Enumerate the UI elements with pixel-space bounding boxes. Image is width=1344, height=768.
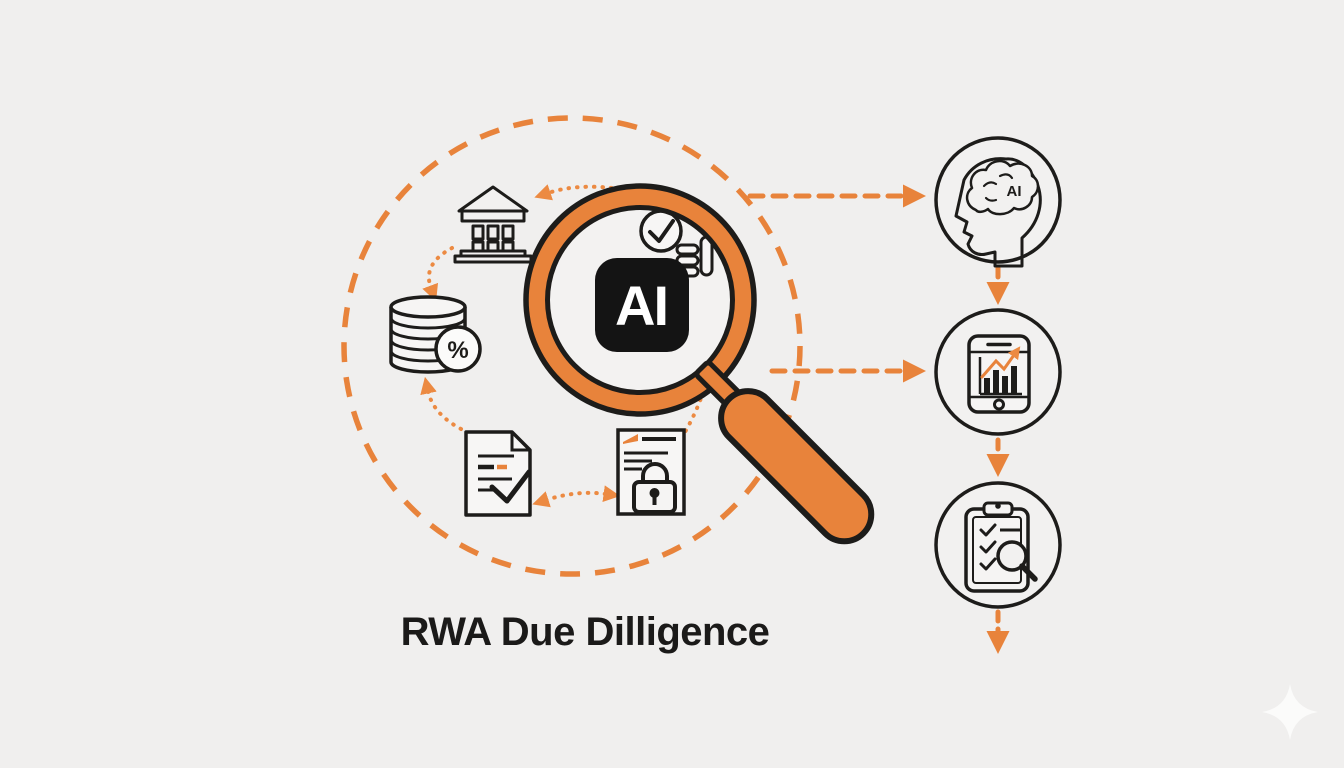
phone-analytics-step	[934, 308, 1062, 436]
lens-rim-orange	[527, 187, 753, 413]
dashed-orbit-circle	[341, 115, 803, 577]
magnifier-handle	[694, 360, 875, 545]
document-check-icon	[464, 430, 532, 517]
clipboard-inspection-icon	[964, 501, 1038, 593]
trend-line	[980, 346, 1021, 379]
document-lock-icon	[616, 428, 686, 516]
coins-percent-icon: %	[389, 295, 482, 374]
diagram-title: RWA Due Dilligence	[400, 610, 770, 654]
lens-rim-outer-line	[523, 183, 757, 417]
percent-circle	[434, 325, 482, 373]
ai-head-brain-icon	[954, 157, 1042, 268]
phone-analytics-icon	[967, 334, 1031, 414]
lens-rim-inner-line	[545, 205, 735, 395]
connector-docs-double-arrow	[532, 485, 621, 508]
bank-icon	[453, 185, 533, 264]
clipboard-inspection-step	[934, 481, 1062, 609]
ai-brain-step: AI	[934, 136, 1062, 268]
flow-arrows	[747, 184, 1010, 654]
check-circle-icon	[639, 209, 683, 253]
brain-ai-label: AI	[1007, 183, 1022, 200]
sparkle-icon	[1262, 684, 1318, 740]
ai-logo-badge: AI	[595, 258, 689, 352]
connector-bank-to-coins	[422, 246, 454, 302]
ai-logo-label: AI	[615, 274, 667, 337]
connector-doc-to-coins	[420, 376, 463, 431]
percent-label: %	[447, 337, 468, 364]
lock-shackle	[641, 462, 669, 483]
inspection-magnifier-lens	[996, 540, 1028, 572]
inspection-magnifier-handle	[1019, 563, 1038, 582]
magnifying-glass-icon: AI	[523, 183, 875, 545]
